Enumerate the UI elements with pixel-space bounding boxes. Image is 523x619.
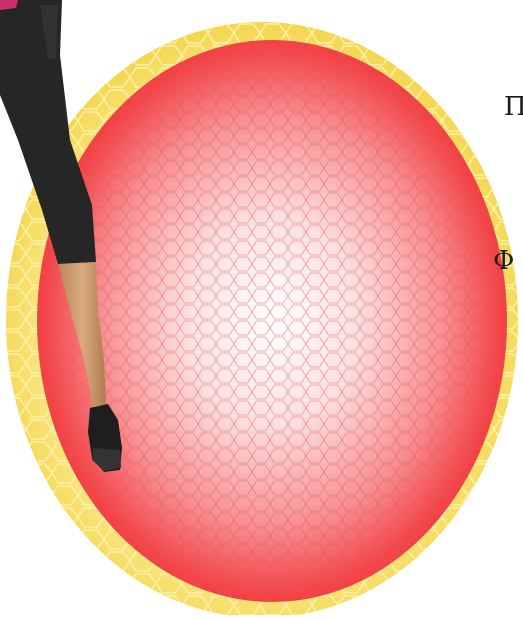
label-fragment-top: Π	[504, 94, 523, 120]
label-fragment-middle: Φ	[493, 248, 514, 274]
